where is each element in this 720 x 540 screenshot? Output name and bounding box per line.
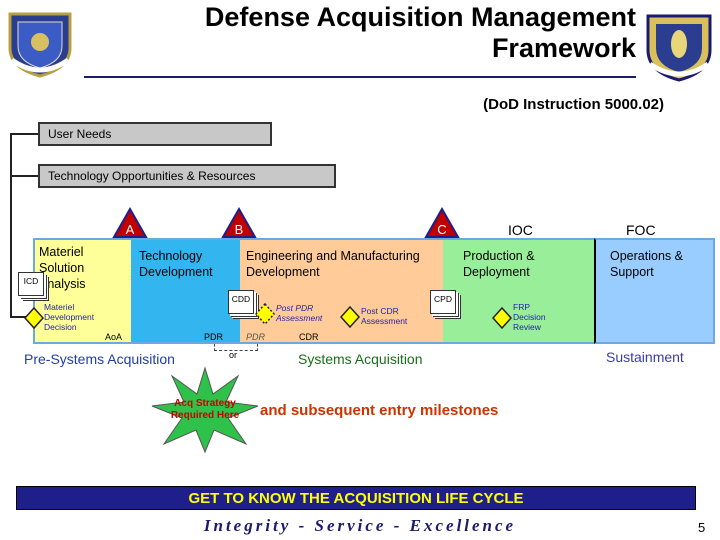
or-label: or	[229, 350, 238, 360]
milestone-b: B	[221, 207, 257, 238]
milestone-a: A	[112, 207, 148, 238]
starburst-line2: Required Here	[171, 410, 240, 421]
page-number: 5	[698, 520, 706, 535]
tech-opportunities-box: Technology Opportunities & Resources	[38, 164, 336, 188]
input-connector-bottom	[10, 316, 26, 318]
milestone-a-label: A	[126, 222, 135, 237]
aoa-label: AoA	[105, 332, 123, 342]
input-connector-mid	[10, 175, 38, 177]
pdr-italic-label: PDR	[246, 332, 266, 342]
phase-engineering-manufacturing-development: Engineering and Manufacturing Developmen…	[240, 238, 443, 344]
post-pdr-diamond	[255, 303, 275, 325]
sustainment: Sustainment	[606, 349, 684, 365]
milestone-ioc: IOC	[508, 222, 533, 238]
title-rule	[84, 76, 636, 78]
milestone-b-label: B	[235, 222, 244, 237]
post-cdr-diamond	[340, 306, 360, 328]
systems-acquisition: Systems Acquisition	[298, 351, 423, 367]
pdr-label: PDR	[204, 332, 224, 342]
mdd-diamond	[24, 307, 44, 329]
cdr-label: CDR	[299, 332, 319, 342]
cpd-document: CPD	[430, 290, 456, 314]
milestone-c-label: C	[437, 222, 446, 237]
post-pdr-label: Post PDR Assessment	[276, 303, 323, 323]
starburst-line1: Acq Strategy	[174, 398, 236, 409]
page-title: Defense Acquisition Management Framework	[204, 2, 636, 63]
phase-operations-support: Operations & Support	[594, 238, 715, 344]
phase-technology-development: Technology Development	[131, 238, 240, 344]
user-needs-box: User Needs	[38, 122, 272, 146]
pre-systems-acquisition: Pre-Systems Acquisition	[24, 351, 175, 367]
cdd-document: CDD	[228, 290, 254, 314]
icd-document: ICD	[18, 272, 44, 296]
frp-diamond	[492, 307, 512, 329]
post-cdr-label: Post CDR Assessment	[361, 306, 408, 326]
mdd-label: Materiel Development Decision	[44, 302, 95, 332]
motto: Integrity - Service - Excellence	[203, 516, 517, 535]
milestone-c: C	[424, 207, 460, 238]
frp-label: FRP Decision Review	[513, 302, 546, 332]
phase-production-deployment: Production & Deployment	[443, 238, 594, 344]
right-seal	[644, 10, 714, 82]
acq-strategy-starburst: Acq Strategy Required Here	[151, 366, 259, 454]
phase-materiel-solution-analysis: Materiel Solution Analysis	[33, 238, 131, 344]
milestone-foc: FOC	[626, 222, 656, 238]
subtitle: (DoD Instruction 5000.02)	[483, 96, 664, 113]
or-bracket	[214, 344, 258, 351]
subsequent-milestones-note: and subsequent entry milestones	[260, 402, 499, 419]
input-connector-top	[10, 133, 38, 135]
footer-banner: GET TO KNOW THE ACQUISITION LIFE CYCLE	[16, 486, 696, 510]
left-seal	[6, 8, 74, 78]
input-connector	[10, 133, 12, 317]
